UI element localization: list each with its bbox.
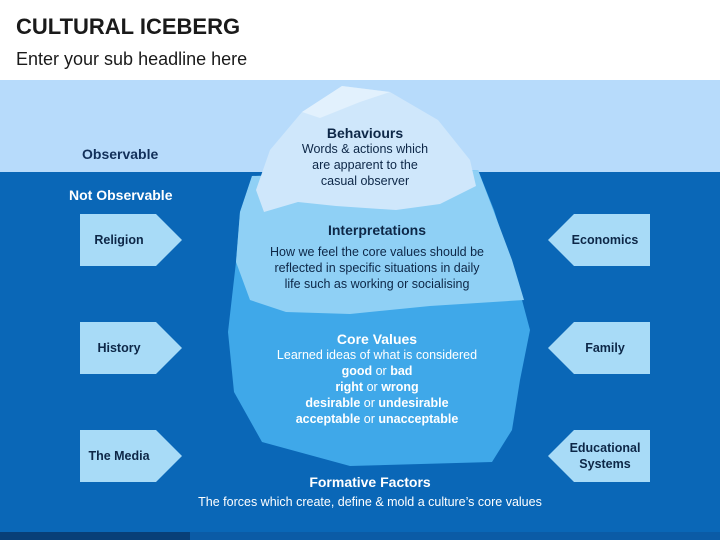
family-label: Family [585, 341, 625, 355]
footer-bar [0, 532, 720, 540]
interpretations-line: reflected in specific situations in dail… [274, 261, 480, 275]
educational-systems-arrow [548, 430, 650, 482]
tip-facet [302, 86, 390, 118]
educational-systems-label: Educational Systems [569, 441, 641, 471]
core-values-pair: right or wrong [335, 380, 419, 394]
core-values-title: Core Values [336, 331, 418, 347]
history-label: History [97, 341, 141, 355]
behaviours-line: Words & actions which [301, 142, 429, 156]
religion-arrow [80, 214, 182, 266]
interpretations-line: How we feel the core values should be [269, 245, 484, 259]
interpretations-title: Interpretations [327, 222, 426, 238]
the-media-label: The Media [88, 449, 150, 463]
core-values-block: Core Values Learned ideas of what is con… [250, 331, 504, 427]
formative-factors-title: Formative Factors [309, 474, 431, 490]
behaviours-block: Behaviours Words & actions which are app… [272, 125, 458, 189]
core-values-pair: good or bad [341, 364, 413, 378]
interpretations-description: How we feel the core values should be re… [250, 244, 504, 292]
interpretations-layer [236, 170, 524, 314]
formative-factors-description: The forces which create, define & mold a… [198, 495, 542, 509]
economics-label: Economics [571, 233, 639, 247]
family-arrow [548, 322, 650, 374]
the-media-arrow [80, 430, 182, 482]
religion-label: Religion [94, 233, 144, 247]
interpretations-block: Interpretations How we feel the core val… [250, 222, 504, 292]
page-title: CULTURAL ICEBERG [16, 14, 241, 39]
footer-bar-accent [0, 532, 190, 540]
behaviours-line: are apparent to the [312, 158, 418, 172]
behaviours-layer [256, 86, 476, 212]
behaviours-title: Behaviours [326, 125, 404, 141]
not-observable-label: Not Observable [69, 187, 173, 203]
history-arrow [80, 322, 182, 374]
core-values-pair: acceptable or unacceptable [295, 412, 459, 426]
page-subtitle: Enter your sub headline here [16, 49, 248, 69]
formative-factors-block: Formative Factors The forces which creat… [160, 474, 580, 510]
core-values-intro: Learned ideas of what is considered [276, 348, 478, 362]
behaviours-line: casual observer [320, 174, 410, 188]
observable-label: Observable [82, 146, 159, 162]
economics-arrow [548, 214, 650, 266]
interpretations-line: life such as working or socialising [284, 277, 470, 291]
behaviours-description: Words & actions which are apparent to th… [272, 141, 458, 189]
core-values-pair: desirable or undesirable [305, 396, 449, 410]
